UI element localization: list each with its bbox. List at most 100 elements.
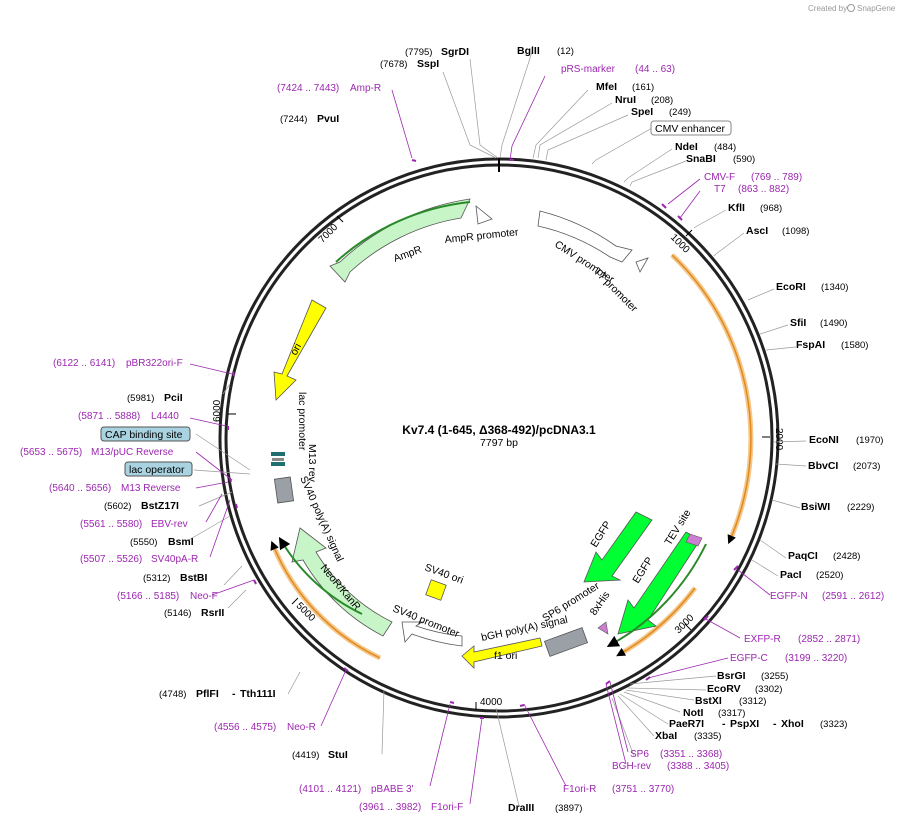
brand-text: SnapGene [857, 4, 896, 13]
his-tag-mark [597, 621, 609, 635]
primer-name: CMV-F [704, 172, 735, 183]
primer-name: BGH-rev [612, 761, 651, 772]
site-name: EcoRV [707, 683, 741, 695]
primer-pos: (44 .. 63) [635, 64, 675, 75]
site-pos: (590) [733, 154, 755, 165]
primer-name: Neo-F [190, 591, 218, 602]
site-name: AscI [746, 225, 768, 237]
bottom-site-labels: F1ori-R (3751 .. 3770) DraIII (3897) (39… [159, 688, 674, 814]
primer-pos: (4101 .. 4121) [299, 784, 361, 795]
primer-pos: (3388 .. 3405) [667, 761, 729, 772]
sv40-ori-label: SV40 ori [423, 562, 465, 587]
site-pos: (2073) [853, 461, 880, 472]
site-pos: (2428) [833, 551, 860, 562]
tick-label: 1000 [668, 232, 692, 256]
primer-pos: (5561 .. 5580) [80, 519, 142, 530]
site-pos: (3255) [761, 671, 788, 682]
t7-promoter-arrow [635, 257, 649, 273]
site-pos: (3323) [820, 719, 847, 730]
primer-name: SP6 [630, 749, 649, 760]
site-pos: (1098) [782, 226, 809, 237]
primer-pos: (3351 .. 3368) [660, 749, 722, 760]
primer-name: EGFP-C [730, 653, 768, 664]
site-name: SnaBI [686, 153, 716, 165]
snapgene-logo-icon [847, 4, 855, 12]
f1-ori-label: f1 ori [494, 650, 517, 662]
site-pos: (4748) [159, 689, 186, 700]
primer-leaders [189, 75, 771, 805]
leader-lines [186, 51, 807, 807]
site-name: BsmI [168, 536, 194, 548]
site-pos: (1490) [820, 318, 847, 329]
plasmid-name: Kv7.4 (1-645, Δ368-492)/pcDNA3.1 [402, 423, 596, 437]
primer-name: L4440 [151, 411, 179, 422]
ampr-label: AmpR [392, 243, 424, 264]
site-pos: (7795) [405, 47, 432, 58]
site-pos: (3317) [718, 708, 745, 719]
site-pos: (7244) [280, 114, 307, 125]
site-name: NruI [615, 94, 636, 106]
primer-pos: (5871 .. 5888) [78, 411, 140, 422]
site-name: EcoRI [776, 281, 806, 293]
primer-ticks [227, 159, 739, 719]
ampr-orf-line [335, 201, 471, 263]
lac-operator-box [124, 461, 193, 477]
cmv-enhancer-label: CMV enhancer [655, 123, 726, 135]
sv40-promoter-arrow [401, 621, 463, 647]
tick-label: 6000 [212, 399, 223, 422]
primer-pos: (5166 .. 5185) [117, 591, 179, 602]
primer-name: Neo-R [287, 722, 316, 733]
primer-pos: (4556 .. 4575) [214, 722, 276, 733]
primer-name: EXFP-R [744, 634, 781, 645]
site-name: NotI [683, 707, 703, 719]
primer-name: EGFP-N [770, 591, 808, 602]
site-pos: (484) [714, 142, 736, 153]
sv40-ori-box [425, 579, 447, 601]
egfp-arrow-1 [583, 511, 653, 583]
site-pos: (161) [632, 82, 654, 93]
tick-label: 4000 [480, 697, 503, 708]
lac-operator-label: lac operator [129, 464, 185, 476]
cap-site-mark [271, 452, 285, 456]
egfp-label-1: EGFP [588, 519, 613, 550]
site-name: StuI [328, 749, 348, 761]
bgh-polya-box [543, 627, 589, 657]
primer-pos: (5653 .. 5675) [20, 447, 82, 458]
primer-pos: (5507 .. 5526) [80, 554, 142, 565]
orf-arc-lower-line [616, 587, 696, 657]
cmv-enhancer-box [650, 120, 732, 136]
top-site-labels: (7795) SgrDI (7678) SspI BglII (12) pRS-… [380, 45, 809, 237]
site-name: PacI [780, 569, 802, 581]
site-name: SspI [417, 58, 439, 70]
site-name: BbvCI [808, 460, 838, 472]
site-name: PflFI [196, 688, 219, 700]
site-pos: (5602) [104, 501, 131, 512]
primer-name: pBR322ori-F [126, 358, 183, 369]
site-pos: (2520) [816, 570, 843, 581]
site-name-3: XhoI [781, 718, 804, 730]
site-name: PvuI [317, 113, 339, 125]
site-pos: (968) [760, 203, 782, 214]
site-name: BstZ17I [141, 500, 179, 512]
egfp-arrow-2 [617, 531, 701, 635]
primer-name: pBABE 3' [371, 784, 414, 795]
site-sep: - [722, 718, 726, 730]
site-name: DraIII [508, 802, 534, 814]
site-name: SpeI [631, 106, 653, 118]
ampr-promoter-label: AmpR promoter [444, 226, 519, 246]
primer-name: EBV-rev [151, 519, 188, 530]
cap-binding-label: CAP binding site [105, 429, 183, 441]
primer-pos: (7424 .. 7443) [277, 83, 339, 94]
sv40-polya-box [273, 476, 295, 504]
primer-pos: (863 .. 882) [738, 184, 789, 195]
site-pos: (1970) [856, 435, 883, 446]
tick-label: 3000 [673, 612, 697, 636]
site-name: EcoNI [809, 434, 839, 446]
site-pos: (3897) [555, 803, 582, 814]
lac-promoter-mark [272, 458, 284, 461]
lac-promoter-label: lac promoter [296, 392, 308, 451]
site-pos: (3335) [694, 731, 721, 742]
ori-label: ori [288, 341, 304, 357]
neo-orf-arc-line [270, 540, 381, 659]
